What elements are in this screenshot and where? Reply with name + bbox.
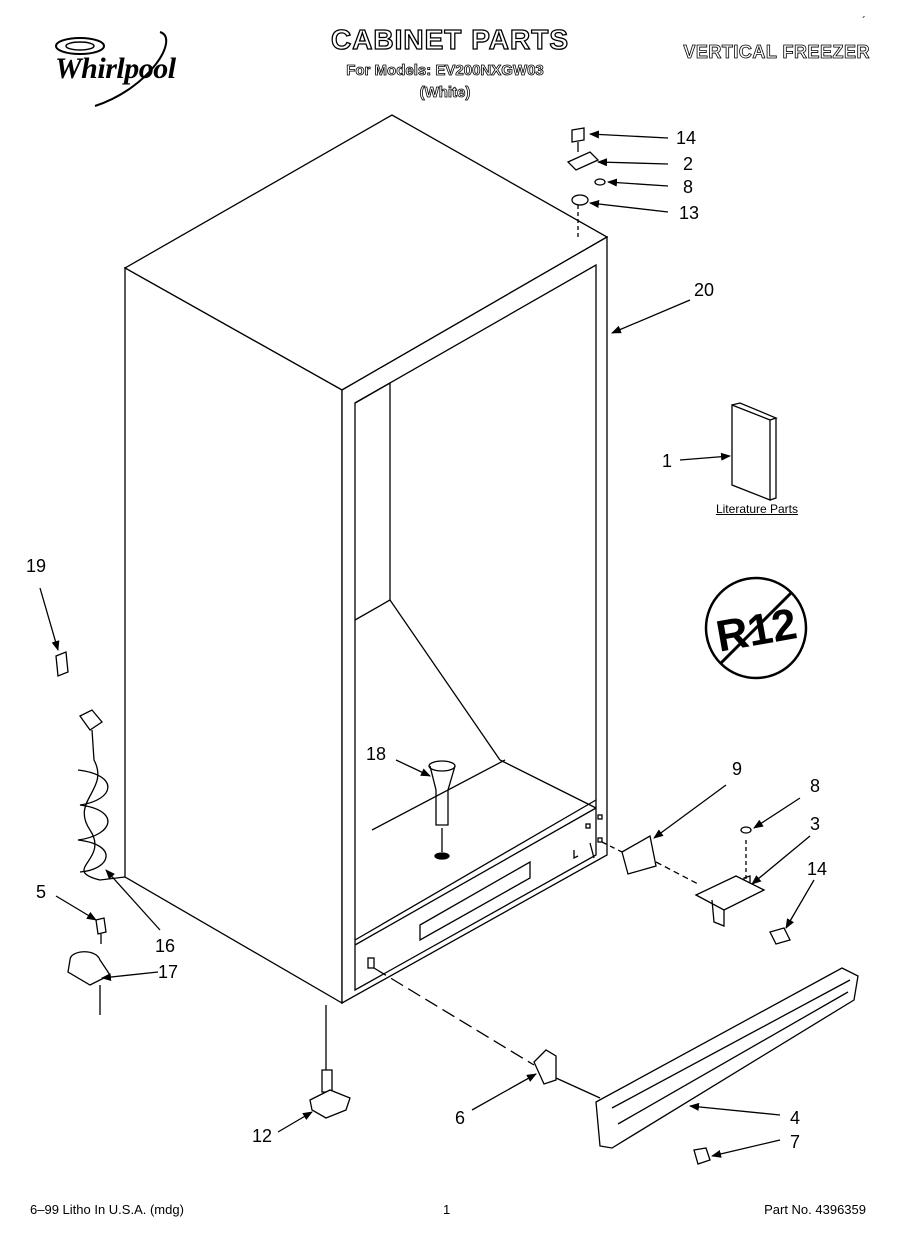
part-7-screw (693, 1147, 711, 1165)
callout-12: 12 (252, 1126, 272, 1146)
part-17-clamp (67, 951, 111, 1015)
literature-booklet (731, 402, 778, 501)
callout-17: 17 (158, 962, 178, 982)
footer-printing-info: 6–99 Litho In U.S.A. (mdg) (30, 1202, 184, 1217)
leader-lines (39, 130, 815, 1158)
literature-parts-label: Literature Parts (715, 502, 799, 516)
part-19-clip (55, 651, 69, 677)
freezer-cabinet (123, 114, 609, 1005)
part-5-screw (95, 917, 107, 944)
callout-5: 5 (36, 882, 46, 902)
callout-16: 16 (155, 936, 175, 956)
footer-page-number: 1 (443, 1202, 451, 1217)
whirlpool-logo: Whirlpool (40, 28, 210, 113)
bottom-hinge-assembly (694, 826, 791, 945)
callout-9: 9 (732, 759, 742, 779)
callout-8-top: 8 (683, 177, 693, 197)
models-line: For Models: EV200NXGW03 (346, 62, 544, 80)
part-18-drain-tube (428, 760, 456, 860)
brand-wordmark: Whirlpool (55, 52, 176, 85)
callout-2: 2 (683, 154, 693, 174)
models-color: (White) (419, 84, 471, 102)
no-r12-badge (704, 576, 808, 680)
callout-14-top: 14 (676, 128, 696, 148)
callout-14-bottom: 14 (807, 859, 827, 879)
part-12-leveling-leg (309, 1005, 351, 1119)
product-type: VERTICAL FREEZER (683, 42, 870, 63)
part-6-bracket (533, 1049, 557, 1085)
callout-19: 19 (26, 556, 46, 576)
page-title: CABINET PARTS (330, 23, 570, 55)
callout-18: 18 (366, 744, 386, 764)
callout-13: 13 (679, 203, 699, 223)
callout-1: 1 (662, 451, 672, 471)
no-r12-text: R12 (712, 599, 800, 661)
models-block: For Models: EV200NXGW03 (White) (330, 60, 560, 104)
callout-6: 6 (455, 1108, 465, 1128)
callout-20: 20 (694, 280, 714, 300)
callout-4: 4 (790, 1108, 800, 1128)
corner-mark: ´ (862, 14, 866, 28)
callout-7: 7 (790, 1132, 800, 1152)
part-4-toe-grille (595, 967, 859, 1149)
power-cord (77, 709, 126, 881)
callout-3: 3 (810, 814, 820, 834)
top-hinge-assembly (566, 127, 606, 238)
callout-8-bottom: 8 (810, 776, 820, 796)
part-9-plate (621, 834, 657, 875)
footer-part-number: Part No. 4396359 (764, 1202, 866, 1217)
logo-swoosh-icon (55, 31, 168, 107)
